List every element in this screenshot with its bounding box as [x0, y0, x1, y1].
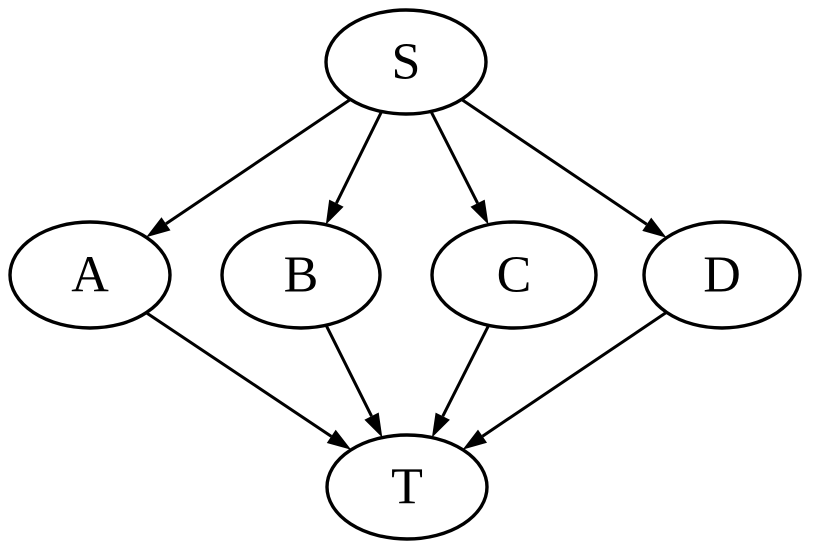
- node-D: D: [642, 220, 802, 330]
- node-ellipse: [325, 433, 489, 541]
- edge-D-T: [462, 311, 668, 450]
- node-label: B: [284, 247, 319, 304]
- node-B: B: [220, 220, 382, 330]
- edge-line: [460, 98, 648, 226]
- edge-C-T: [431, 324, 490, 438]
- node-label: A: [71, 247, 109, 304]
- node-ellipse: [430, 220, 598, 330]
- edge-line: [481, 311, 668, 438]
- node-ellipse: [642, 220, 802, 330]
- edge-S-D: [460, 98, 667, 238]
- node-C: C: [430, 220, 598, 330]
- edge-line: [441, 324, 490, 417]
- node-ellipse: [8, 220, 172, 330]
- edge-S-C: [429, 110, 489, 225]
- node-ellipse: [324, 8, 488, 116]
- edge-arrowhead: [326, 429, 352, 450]
- edge-line: [324, 324, 373, 417]
- node-ellipse: [220, 220, 382, 330]
- node-label: C: [497, 247, 532, 304]
- edge-line: [145, 311, 333, 438]
- node-label: T: [391, 459, 423, 516]
- edge-A-T: [145, 311, 352, 450]
- node-S: S: [324, 8, 488, 116]
- edge-line: [165, 98, 352, 226]
- node-label: D: [703, 247, 741, 304]
- edge-S-B: [325, 110, 383, 225]
- edge-arrowhead: [470, 199, 489, 225]
- edge-arrowhead: [325, 199, 344, 225]
- node-label: S: [392, 34, 421, 91]
- edge-line: [429, 110, 479, 204]
- edge-arrowhead: [431, 412, 450, 438]
- node-T: T: [325, 433, 489, 541]
- edge-B-T: [324, 324, 383, 438]
- node-A: A: [8, 220, 172, 330]
- edge-line: [335, 110, 383, 204]
- edge-arrowhead: [146, 217, 171, 238]
- edge-S-A: [146, 98, 352, 238]
- edge-arrowhead: [462, 429, 487, 450]
- edge-arrowhead: [364, 412, 383, 438]
- edge-arrowhead: [642, 217, 667, 238]
